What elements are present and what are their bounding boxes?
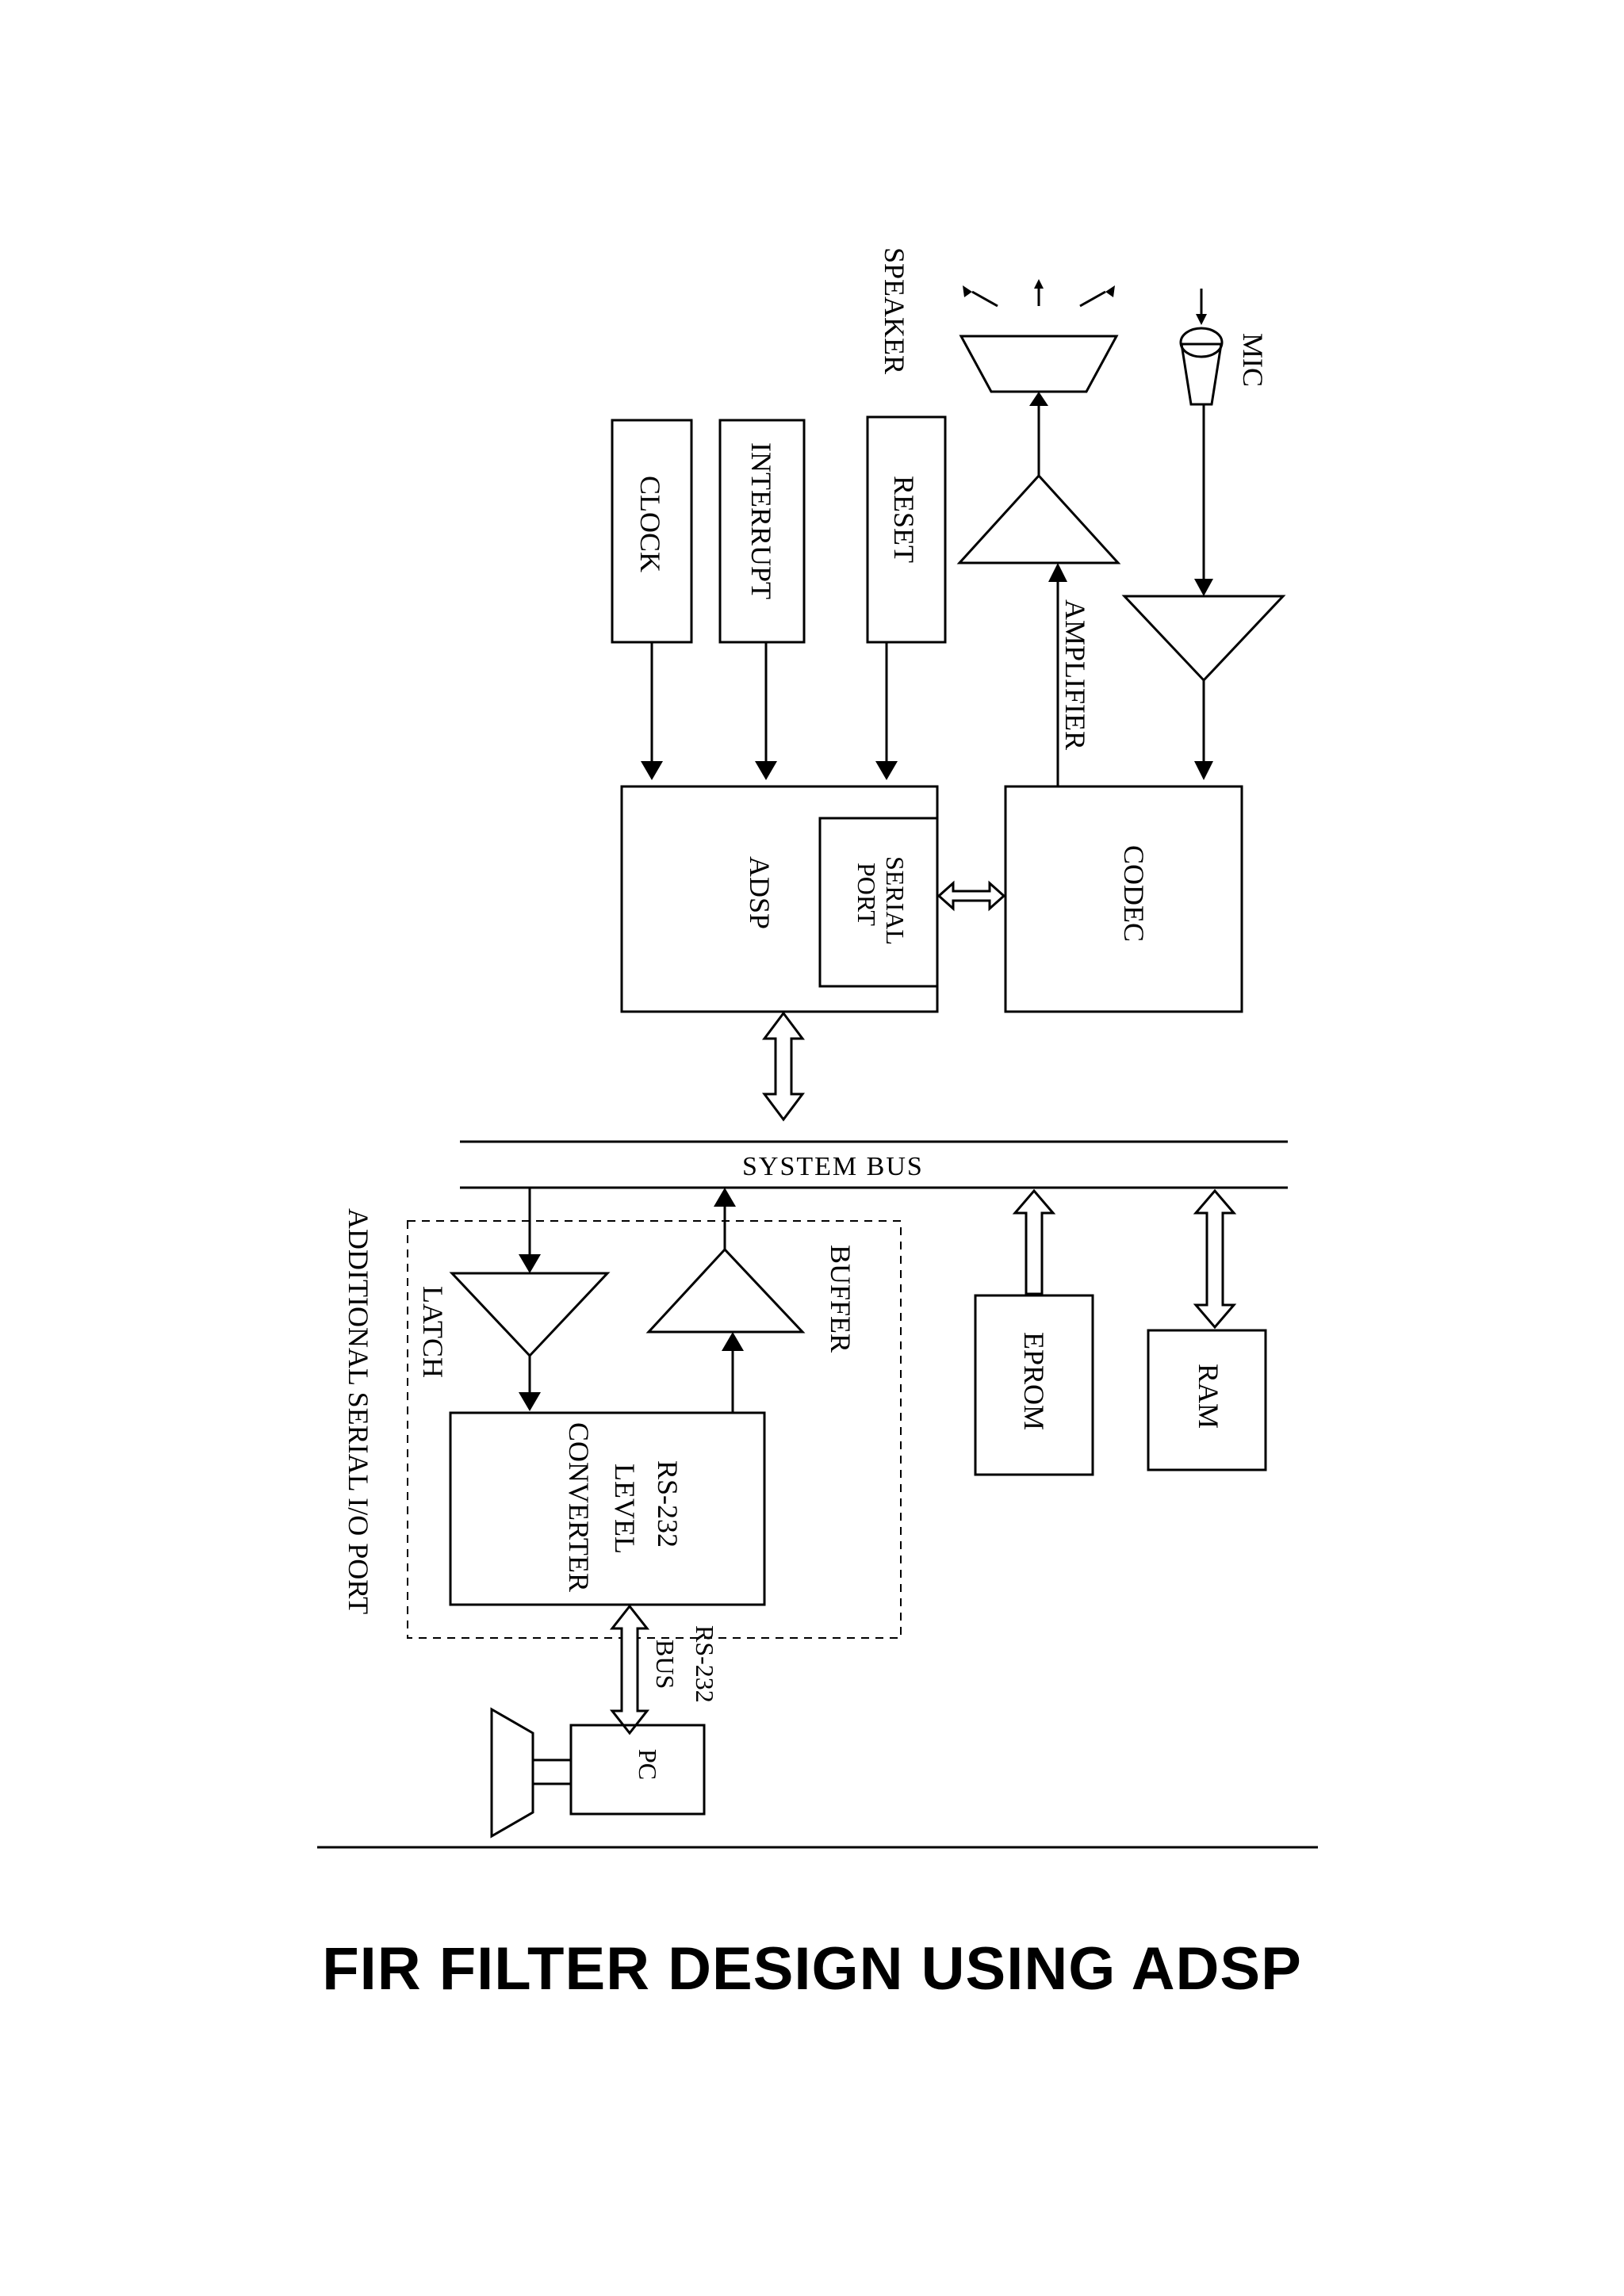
additional-port-box: [407, 1220, 902, 1639]
interrupt-label: INTERRUPT: [745, 442, 777, 599]
rs232-label-line2: LEVEL: [609, 1464, 641, 1554]
ram-bus-link: [1193, 1188, 1237, 1330]
reset-label: RESET: [888, 476, 920, 563]
eprom-block: [974, 1294, 1094, 1476]
buffer-triangle: [645, 1247, 806, 1334]
adsp-label: ADSP: [744, 856, 776, 929]
rs232-bus-label-line2: BUS: [651, 1640, 680, 1689]
serial-port-label-line1: SERIAL: [881, 856, 910, 945]
latch-label: LATCH: [417, 1286, 449, 1378]
pc-label: PC: [634, 1749, 662, 1780]
clock-label: CLOCK: [634, 476, 666, 572]
serial-port-block: [818, 817, 939, 988]
additional-port-label: ADDITIONAL SERIAL I/O PORT: [343, 1208, 374, 1614]
adsp-bus-link: [762, 1011, 805, 1122]
rs232-label-line1: RS-232: [652, 1460, 684, 1548]
eprom-label: EPROM: [1018, 1332, 1050, 1430]
rs232-label-line3: CONVERTER: [563, 1422, 595, 1592]
reset-block: [866, 415, 947, 644]
rs232-converter-block: [449, 1411, 766, 1606]
rs232-bus-label-line1: RS-232: [691, 1625, 719, 1703]
page-title: FIR FILTER DESIGN USING ADSP: [322, 1935, 1302, 2003]
speaker-amplifier-triangle: [956, 473, 1121, 564]
speaker-icon: [959, 279, 1119, 393]
buffer-label: BUFFER: [825, 1245, 856, 1353]
latch-triangle: [449, 1272, 611, 1358]
eprom-bus-link: [1012, 1188, 1056, 1295]
ram-block: [1147, 1329, 1267, 1471]
pc-monitor-icon: [490, 1707, 534, 1839]
serial-port-label-line2: PORT: [852, 863, 881, 926]
ram-label: RAM: [1193, 1364, 1224, 1429]
interrupt-block: [718, 419, 806, 644]
codec-label: CODEC: [1118, 845, 1150, 942]
mic-label: MIC: [1237, 333, 1269, 387]
speaker-label: SPEAKER: [879, 247, 910, 374]
system-bus-label: SYSTEM BUS: [742, 1152, 924, 1181]
amplifier-label: AMPLIFIER: [1059, 599, 1091, 750]
pc-stand: [531, 1758, 573, 1785]
rs232-bus-link: [609, 1604, 650, 1735]
codec-block: [1004, 785, 1243, 1013]
serial-codec-link: [936, 880, 1006, 912]
mic-icon: [1179, 289, 1224, 406]
mic-amplifier-triangle: [1121, 595, 1286, 683]
